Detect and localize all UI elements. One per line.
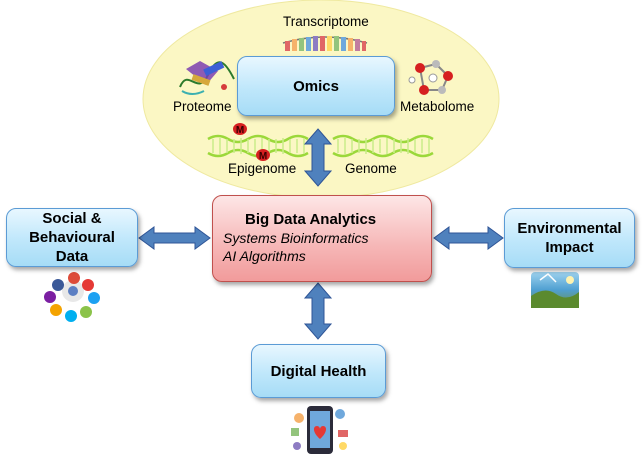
environmental-line2: Impact (545, 239, 594, 256)
methyl-mark-bottom-label: M (259, 151, 267, 162)
arrow-omics-bigdata (303, 128, 333, 187)
arrow-social-bigdata (138, 226, 211, 250)
social-line2: Behavioural (29, 229, 115, 246)
methyl-mark-top-label: M (236, 125, 244, 136)
rna-ladder-icon (282, 36, 368, 51)
earth-environment-icon (531, 272, 579, 308)
proteome-label: Proteome (173, 99, 232, 114)
methyl-mark-bottom: M (256, 149, 270, 162)
environmental-impact-box: Environmental Impact (504, 208, 635, 268)
metabolome-label: Metabolome (400, 99, 475, 114)
omics-box: Omics (237, 56, 395, 116)
ai-algorithms-text: AI Algorithms (223, 248, 306, 264)
social-behavioural-data-box: Social & Behavioural Data (6, 208, 138, 267)
social-media-icons-cluster (44, 272, 100, 322)
omics-title: Omics (293, 77, 339, 95)
epigenome-label: Epigenome (228, 161, 297, 176)
digital-health-title: Digital Health (270, 362, 367, 380)
digital-health-box: Digital Health (251, 344, 386, 398)
arrow-bigdata-environment (433, 226, 504, 250)
molecule-icon (408, 60, 453, 95)
social-line1: Social & (42, 210, 102, 227)
big-data-analytics-title: Big Data Analytics (245, 211, 377, 228)
methyl-mark-top: M (233, 123, 247, 136)
systems-bioinformatics-text: Systems Bioinformatics (223, 230, 369, 246)
genome-label: Genome (345, 161, 397, 176)
environmental-line1: Environmental (517, 220, 622, 237)
genome-dna-helix-icon (332, 134, 434, 158)
transcriptome-label: Transcriptome (283, 14, 369, 29)
arrow-bigdata-digitalhealth (303, 282, 333, 340)
social-line3: Data (55, 248, 89, 265)
smartphone-health-icon (291, 406, 348, 454)
protein-structure-icon (179, 61, 235, 95)
big-data-analytics-box: Big Data Analytics Systems Bioinformatic… (212, 195, 432, 282)
